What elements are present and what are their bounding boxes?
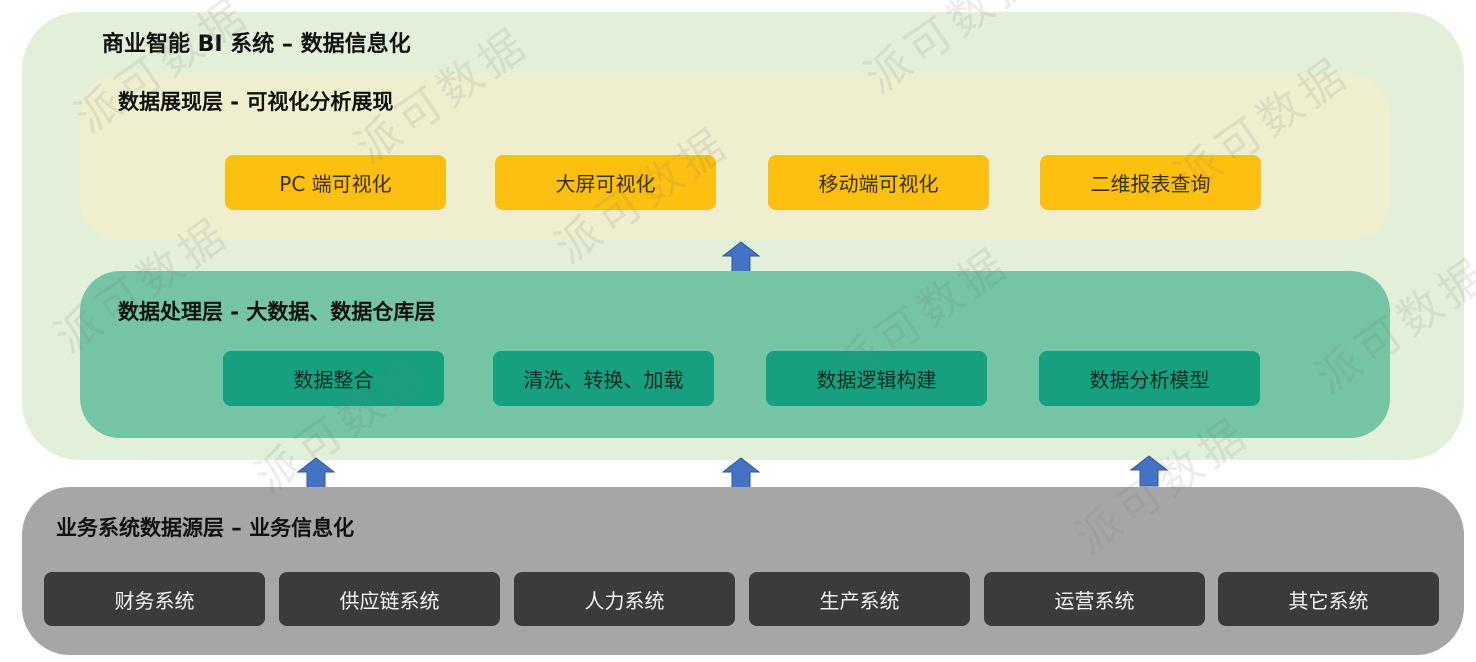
processing-item-etl: 清洗、转换、加载 xyxy=(493,351,714,406)
up-arrow-icon xyxy=(1130,455,1168,487)
up-arrow-icon xyxy=(722,241,760,273)
up-arrow-icon xyxy=(722,457,760,489)
up-arrow-icon xyxy=(297,457,335,489)
source-layer xyxy=(22,487,1464,655)
presentation-layer-title: 数据展现层 - 可视化分析展现 xyxy=(118,90,394,114)
processing-layer-title: 数据处理层 - 大数据、数据仓库层 xyxy=(118,300,436,324)
source-item-hr: 人力系统 xyxy=(514,572,735,626)
source-item-production: 生产系统 xyxy=(749,572,970,626)
processing-item-model: 数据分析模型 xyxy=(1039,351,1260,406)
presentation-item-mobile: 移动端可视化 xyxy=(768,155,989,210)
source-item-finance: 财务系统 xyxy=(44,572,265,626)
source-item-operations: 运营系统 xyxy=(984,572,1205,626)
processing-item-logic: 数据逻辑构建 xyxy=(766,351,987,406)
source-layer-title: 业务系统数据源层 – 业务信息化 xyxy=(56,516,355,540)
bi-system-title: 商业智能 BI 系统 – 数据信息化 xyxy=(102,32,411,57)
processing-item-integration: 数据整合 xyxy=(223,351,444,406)
presentation-item-report: 二维报表查询 xyxy=(1040,155,1261,210)
source-item-other: 其它系统 xyxy=(1218,572,1439,626)
presentation-item-big-screen: 大屏可视化 xyxy=(495,155,716,210)
source-item-supply-chain: 供应链系统 xyxy=(279,572,500,626)
presentation-item-pc: PC 端可视化 xyxy=(225,155,446,210)
